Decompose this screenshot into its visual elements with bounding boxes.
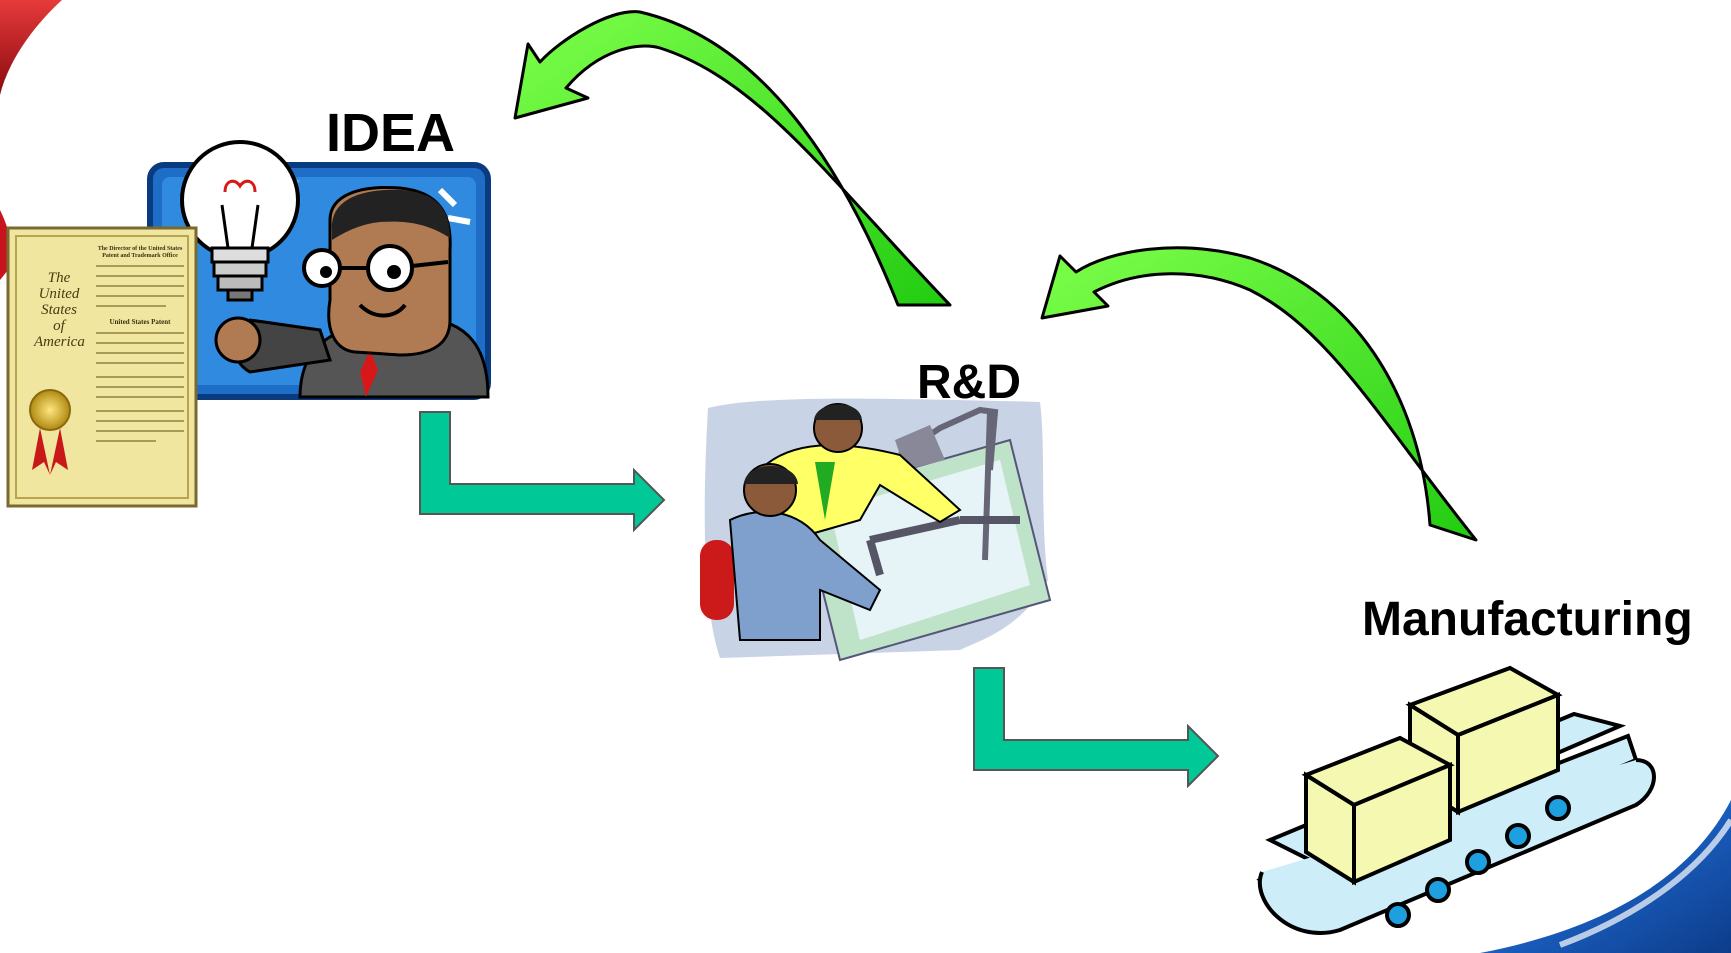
patent-script-title: The United States of America <box>34 270 85 350</box>
patent-certificate <box>6 226 198 508</box>
stage-label-rd: R&D <box>917 356 1021 409</box>
feedback-arrow-rd-to-idea <box>513 10 952 307</box>
manufacturing-conveyor <box>1256 665 1656 935</box>
step-arrow-idea-to-rd <box>419 411 666 533</box>
stage-label-manufacturing: Manufacturing <box>1362 593 1693 646</box>
patent-script-line: States <box>41 302 77 318</box>
patent-script-line: United <box>38 286 80 302</box>
corner-swoosh-red <box>0 0 62 95</box>
patent-script-line: The <box>47 270 71 286</box>
patent-script-line: of <box>53 318 65 334</box>
feedback-arrow-mfg-to-rd <box>1040 246 1478 542</box>
patent-doc-title: United States Patent <box>109 318 171 326</box>
patent-script-line: America <box>34 334 85 350</box>
step-arrow-rd-to-mfg <box>973 667 1220 789</box>
stage-label-idea: IDEA <box>326 103 456 163</box>
rd-illustration <box>700 398 1052 662</box>
idea-illustration <box>147 140 491 400</box>
patent-heading: The Director of the United States Patent… <box>97 246 183 259</box>
corner-swoosh-blue <box>1480 800 1731 953</box>
